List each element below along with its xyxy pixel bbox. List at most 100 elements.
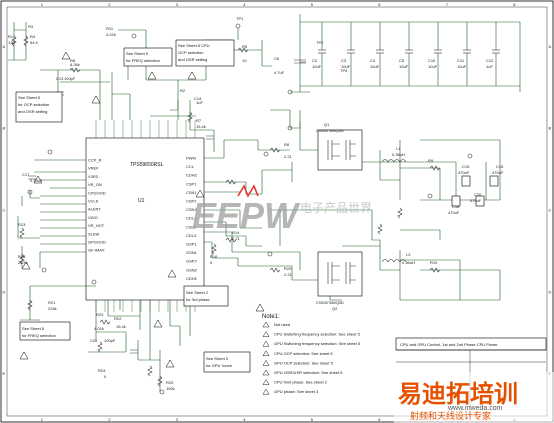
r16-value: 0 bbox=[210, 260, 213, 265]
c13-ref: C13 bbox=[56, 76, 64, 81]
frame-col-bottom: 1 bbox=[41, 417, 44, 422]
ic-pin-right: GSP1 bbox=[186, 242, 197, 247]
bulk-cap-value: 10uF bbox=[341, 64, 351, 69]
c15-body bbox=[461, 175, 471, 187]
frame-col-top: 7 bbox=[446, 2, 449, 7]
c18-value: 470uF bbox=[448, 210, 460, 215]
note-item: GPU Switching frequency selection: See s… bbox=[274, 341, 361, 346]
note-triangle-icon bbox=[262, 340, 270, 347]
ic-pin-right: CDH2 bbox=[186, 276, 198, 281]
frame-col-bottom: 3 bbox=[176, 417, 179, 422]
r24-value: 0 bbox=[104, 374, 107, 379]
c6-value: 4.7uF bbox=[274, 70, 285, 75]
eepw-red-mark bbox=[237, 184, 259, 198]
note-cpu-l1: See Sheet 5 CPU bbox=[178, 43, 210, 48]
note-ocp-l1: See Sheet 5 bbox=[18, 95, 41, 100]
note-cpu-l3: and OSR setting bbox=[178, 57, 207, 62]
note-vcore-l2: for GPU Vcore bbox=[206, 363, 233, 368]
ic-left-pins: CCP_RVREFV3R3VR_ONCPGOODVCLKALERTVDIOVR_… bbox=[88, 158, 106, 253]
rr2-ref: R2 bbox=[180, 88, 186, 93]
inductor-l1: L1 0.36uH bbox=[381, 146, 407, 163]
note-item: CPU Switching frequency selection: See s… bbox=[274, 332, 361, 337]
frame-inner-border bbox=[6, 6, 548, 417]
ic-pin-left: VCLK bbox=[88, 199, 99, 204]
ic-ref: U1 bbox=[138, 198, 145, 204]
c20-value: 470uF bbox=[470, 198, 482, 203]
frame-col-top: 5 bbox=[311, 2, 314, 7]
frame-col-top: 3 bbox=[176, 2, 179, 7]
r8-value: 2.21 bbox=[284, 154, 293, 159]
ic-pin-right: CSP1 bbox=[186, 181, 197, 186]
bulk-cap-ref: C2 bbox=[312, 58, 318, 63]
frame-col-bottom: 6 bbox=[378, 417, 381, 422]
bulk-cap-ref: C3 bbox=[341, 58, 347, 63]
r11-ref: R11 bbox=[106, 26, 114, 31]
bulk-cap-ref: C11 bbox=[457, 58, 465, 63]
ic-pin-right: GSN2 bbox=[186, 267, 198, 272]
r4-value: 54.9 bbox=[30, 40, 39, 45]
ic-pin-left: VR_HOT bbox=[88, 223, 105, 228]
r24-ref: R24 bbox=[98, 368, 106, 373]
frame-row-left: A bbox=[3, 44, 6, 49]
br-watermark-sub: 射频和天线设计专家 bbox=[410, 410, 491, 422]
c26-ref: C26 bbox=[90, 338, 98, 343]
r4-ref: R4 bbox=[30, 34, 36, 39]
ic-pin-left: GPGOOD bbox=[88, 240, 106, 245]
r6-value: 6.26k bbox=[70, 62, 80, 67]
r21-ref: R21 bbox=[48, 300, 56, 305]
frame-row-left: D bbox=[3, 289, 6, 294]
note-freq-bottom-l2: for FREQ selection bbox=[22, 333, 56, 338]
br-watermark-cn: 易迪拓培训 bbox=[398, 380, 518, 408]
br-watermark-url: www.mweda.com bbox=[447, 405, 503, 412]
frame-row-left: E bbox=[3, 371, 6, 376]
note-triangle-icon bbox=[262, 350, 270, 357]
r16-ref: R16 bbox=[210, 254, 218, 259]
frame-row-right: C bbox=[549, 208, 552, 213]
frame-col-bottom: 4 bbox=[243, 417, 246, 422]
ic-pin-right: CDL3 bbox=[186, 233, 197, 238]
notes-title: Note1: bbox=[262, 314, 280, 320]
bulk-cap-value: 10uF bbox=[457, 64, 467, 69]
ic-top-pins bbox=[95, 120, 196, 138]
r23-value: 4.02k bbox=[94, 326, 104, 331]
r13-ref: R13 bbox=[18, 222, 26, 227]
note-triangle-icon bbox=[262, 331, 270, 337]
component-labels: R1 130 R3 R4 54.9 R6 6.26k C13 100pF R11… bbox=[8, 16, 438, 391]
c17-value: 0.33uF bbox=[30, 178, 43, 183]
frame-col-top: 2 bbox=[108, 2, 111, 7]
ic-pin-left: GF-IMAX bbox=[88, 248, 105, 253]
q1-ref: Q1 bbox=[324, 122, 330, 127]
frame-col-bottom: 5 bbox=[311, 417, 314, 422]
c14-ref: C14 bbox=[194, 96, 202, 101]
note-freq-l1: See Sheet 5 bbox=[126, 51, 149, 56]
ic-pin-right: CDH2 bbox=[186, 173, 198, 178]
bulk-cap-value: 10uF bbox=[399, 64, 409, 69]
l1-value: 0.36uH bbox=[392, 152, 405, 157]
ic-pin-left: VREF bbox=[88, 166, 99, 171]
ic-pin-left: SLEW bbox=[88, 231, 100, 236]
note-freq-l2: for FREQ selection bbox=[126, 58, 160, 63]
note-triangle-icon bbox=[262, 369, 270, 376]
l2-value: 0.36uH bbox=[402, 260, 415, 265]
note-item: CPU third phase: See sheet 2 bbox=[274, 380, 328, 385]
r25-ref: R25 bbox=[166, 380, 174, 385]
mosfet-q1: Q1 CSD87358Q5D bbox=[316, 122, 363, 171]
r20-value: 2.21 bbox=[284, 272, 293, 277]
bulk-cap-ref: C5 bbox=[399, 58, 405, 63]
bulk-cap-value: 10uF bbox=[370, 64, 380, 69]
mosfet-q2: CSD87358Q5D Q2 bbox=[316, 251, 363, 311]
resistor-symbols bbox=[11, 35, 441, 387]
frame-col-bottom: 2 bbox=[108, 417, 111, 422]
eepw-cn-text: 电子产品世界 bbox=[300, 201, 372, 215]
r6-ref: R6 bbox=[70, 58, 76, 63]
r22-value: 15.4k bbox=[116, 324, 126, 329]
ic-pin-right: CCL bbox=[186, 164, 195, 169]
note-triangle-icon bbox=[262, 388, 270, 395]
c6-ref: C6 bbox=[274, 56, 280, 61]
note-triangle-icon bbox=[262, 321, 270, 328]
frame-row-left: B bbox=[3, 126, 6, 131]
title-block-text: CPU and GPU Control, 1st and 2nd Phase C… bbox=[400, 342, 498, 347]
